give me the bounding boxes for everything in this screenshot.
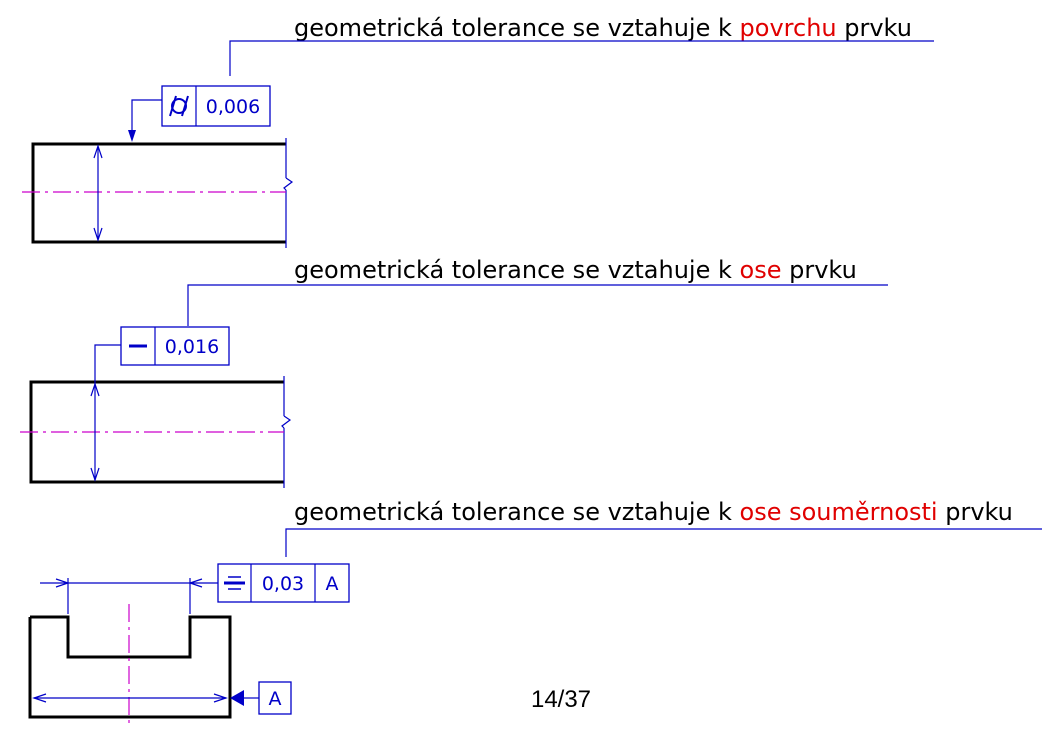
example-symmetry: geometrická tolerance se vztahuje k ose … [28,498,1042,723]
note-leader-line [285,528,1042,557]
frame-leader [94,344,121,372]
u-block-part [28,578,232,723]
datum-triangle-icon [230,690,244,706]
example-surface: geometrická tolerance se vztahuje k povr… [22,14,934,248]
feature-control-frame: 0,016 [120,326,230,366]
datum-reference: A [326,573,339,595]
note-leader-line [229,40,934,76]
datum-label: A [269,688,282,710]
tolerance-value: 0,016 [165,336,219,358]
note-highlight: ose souměrnosti [740,498,938,526]
note-symmetry: geometrická tolerance se vztahuje k ose … [294,498,1013,526]
frame-border [161,85,271,127]
datum-label-box [258,681,292,715]
note-surface: geometrická tolerance se vztahuje k povr… [294,14,912,42]
shaft-part [22,138,294,248]
feature-control-frame: 0,006 [161,85,271,127]
example-axis: geometrická tolerance se vztahuje k ose … [20,256,888,488]
note-axis: geometrická tolerance se vztahuje k ose … [294,256,857,284]
tolerance-value: 0,006 [206,96,260,118]
note-highlight: povrchu [740,14,837,42]
leader-arrow [128,130,136,142]
note-leader-line [187,284,888,326]
frame-leader [131,99,162,133]
shaft-part [20,372,292,488]
tolerance-value: 0,03 [262,573,304,595]
note-highlight: ose [740,256,782,284]
page-number: 14/37 [531,686,591,713]
cylindricity-symbol-icon [169,95,189,117]
symmetry-symbol-icon [224,576,245,590]
feature-control-frame: 0,03 A [217,563,350,603]
